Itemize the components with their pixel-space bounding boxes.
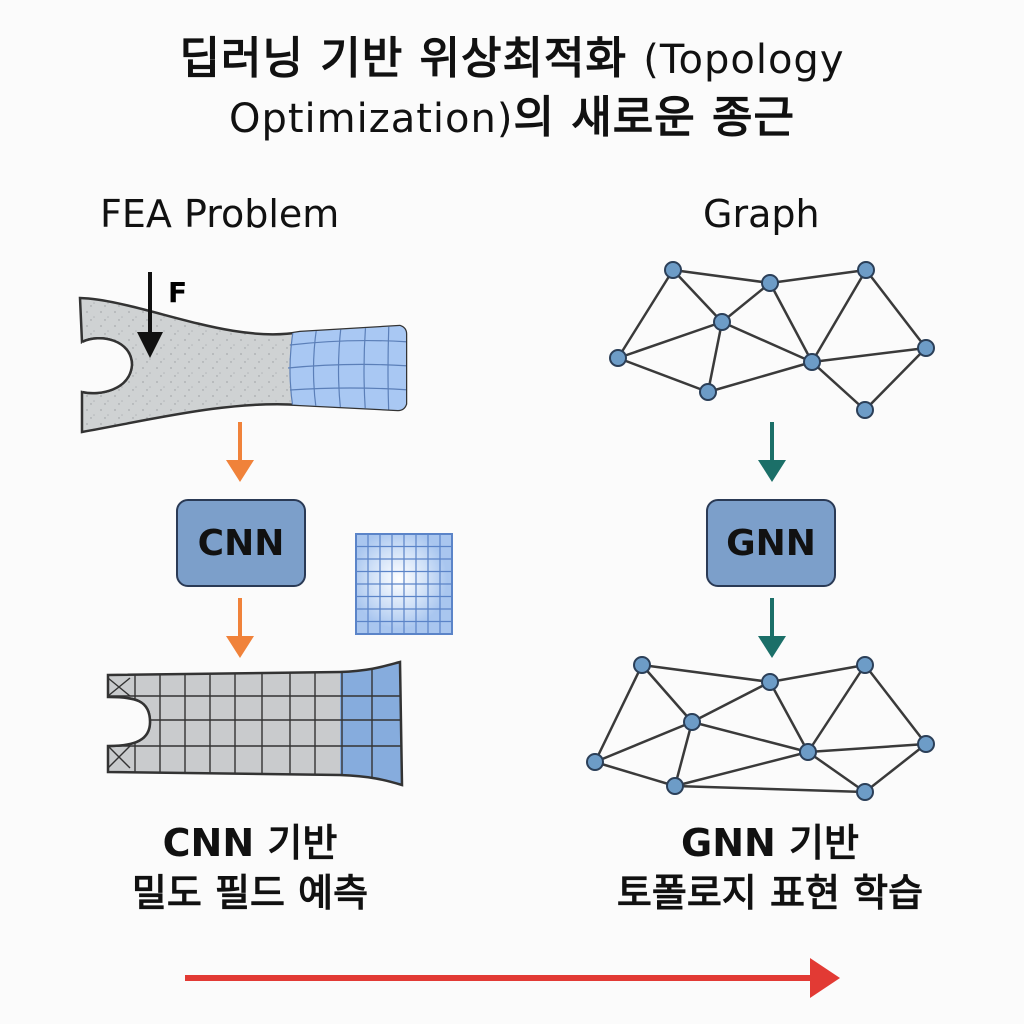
density-grid [355,533,453,635]
gnn-caption: GNN 기반 토폴로지 표현 학습 [560,818,980,918]
right-arrow-icon [185,958,840,998]
cnn-caption-line-1: CNN 기반 [162,821,338,865]
title-english-2: Optimization) [228,96,514,142]
title-line-2: Optimization)의 새로운 종근 [0,89,1024,148]
cnn-caption: CNN 기반 밀도 필드 예측 [100,818,400,918]
force-label: F [168,276,187,309]
gnn-box: GNN [706,499,836,587]
fea-bar [78,296,408,434]
teal-down-arrow-icon [758,598,786,658]
title-korean-1: 딥러닝 기반 위상최적화 [179,33,627,84]
gnn-caption-line-1: GNN 기반 [681,821,859,865]
title-line-1: 딥러닝 기반 위상최적화 (Topology [0,30,1024,89]
page-title: 딥러닝 기반 위상최적화 (Topology Optimization)의 새로… [0,30,1024,148]
title-english-1: (Topology [643,37,845,83]
gnn-caption-line-2: 토폴로지 표현 학습 [616,871,924,915]
title-korean-2: 의 새로운 종근 [513,92,795,143]
teal-down-arrow-icon [758,422,786,482]
orange-down-arrow-icon [226,598,254,658]
fea-mesh-region [287,299,406,432]
cnn-box: CNN [176,499,306,587]
fea-problem-heading: FEA Problem [100,192,340,236]
graph-heading: Graph [703,192,820,236]
orange-down-arrow-icon [226,422,254,482]
down-arrow-icon [137,272,163,358]
output-graph [586,656,935,801]
cnn-caption-line-2: 밀도 필드 예측 [131,871,369,915]
input-graph [609,261,935,419]
cnn-result-mesh [106,660,404,787]
